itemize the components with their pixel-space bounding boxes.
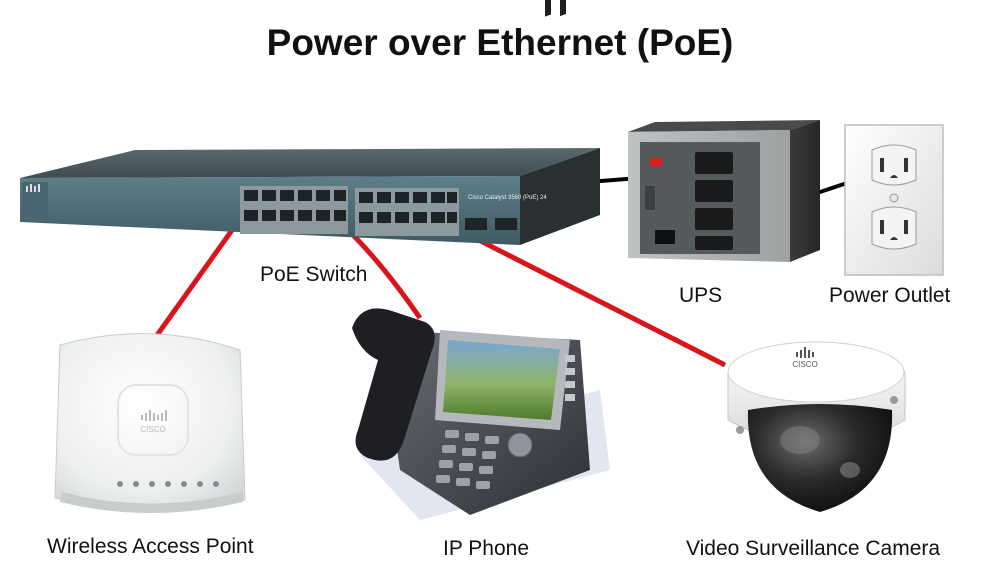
label-ip-phone: IP Phone	[443, 537, 530, 560]
phone-keypad	[436, 430, 499, 489]
label-power-outlet: Power Outlet	[829, 284, 951, 307]
camera-dome	[747, 404, 893, 512]
poe-switch: Cisco Catalyst 3560 (PoE) 24	[20, 0, 600, 245]
cable-switch-to-camera	[453, 225, 727, 368]
ap-logo-icon	[141, 410, 167, 421]
label-ups: UPS	[679, 284, 723, 307]
power-outlet	[844, 124, 944, 276]
switch-ports-left	[240, 186, 348, 234]
phone-handset	[352, 308, 435, 461]
label-poe-switch: PoE Switch	[260, 263, 368, 286]
ap-logo-text: CISCO	[140, 425, 165, 434]
outlet-socket-top	[871, 144, 917, 186]
camera-logo-icon	[796, 347, 814, 358]
switch-ports-right	[355, 188, 459, 236]
ap-status-lights	[117, 481, 219, 487]
label-wireless-access-point: Wireless Access Point	[47, 535, 254, 558]
wireless-access-point: CISCO	[54, 333, 246, 513]
ups-power-switch-icon	[650, 158, 662, 166]
ups-outlets	[695, 152, 733, 250]
phone-screen	[443, 340, 560, 420]
switch-logo-icon	[26, 184, 40, 192]
ups-device	[628, 120, 820, 262]
surveillance-camera: CISCO	[727, 341, 906, 512]
camera-logo-text: CISCO	[792, 360, 817, 369]
label-video-surveillance-camera: Video Surveillance Camera	[686, 537, 941, 560]
switch-model-text: Cisco Catalyst 3560 (PoE) 24	[468, 195, 547, 201]
outlet-socket-bottom	[871, 206, 917, 250]
ip-phone	[352, 308, 610, 520]
diagram-title: Power over Ethernet (PoE)	[266, 22, 734, 63]
phone-nav-button	[507, 432, 533, 458]
